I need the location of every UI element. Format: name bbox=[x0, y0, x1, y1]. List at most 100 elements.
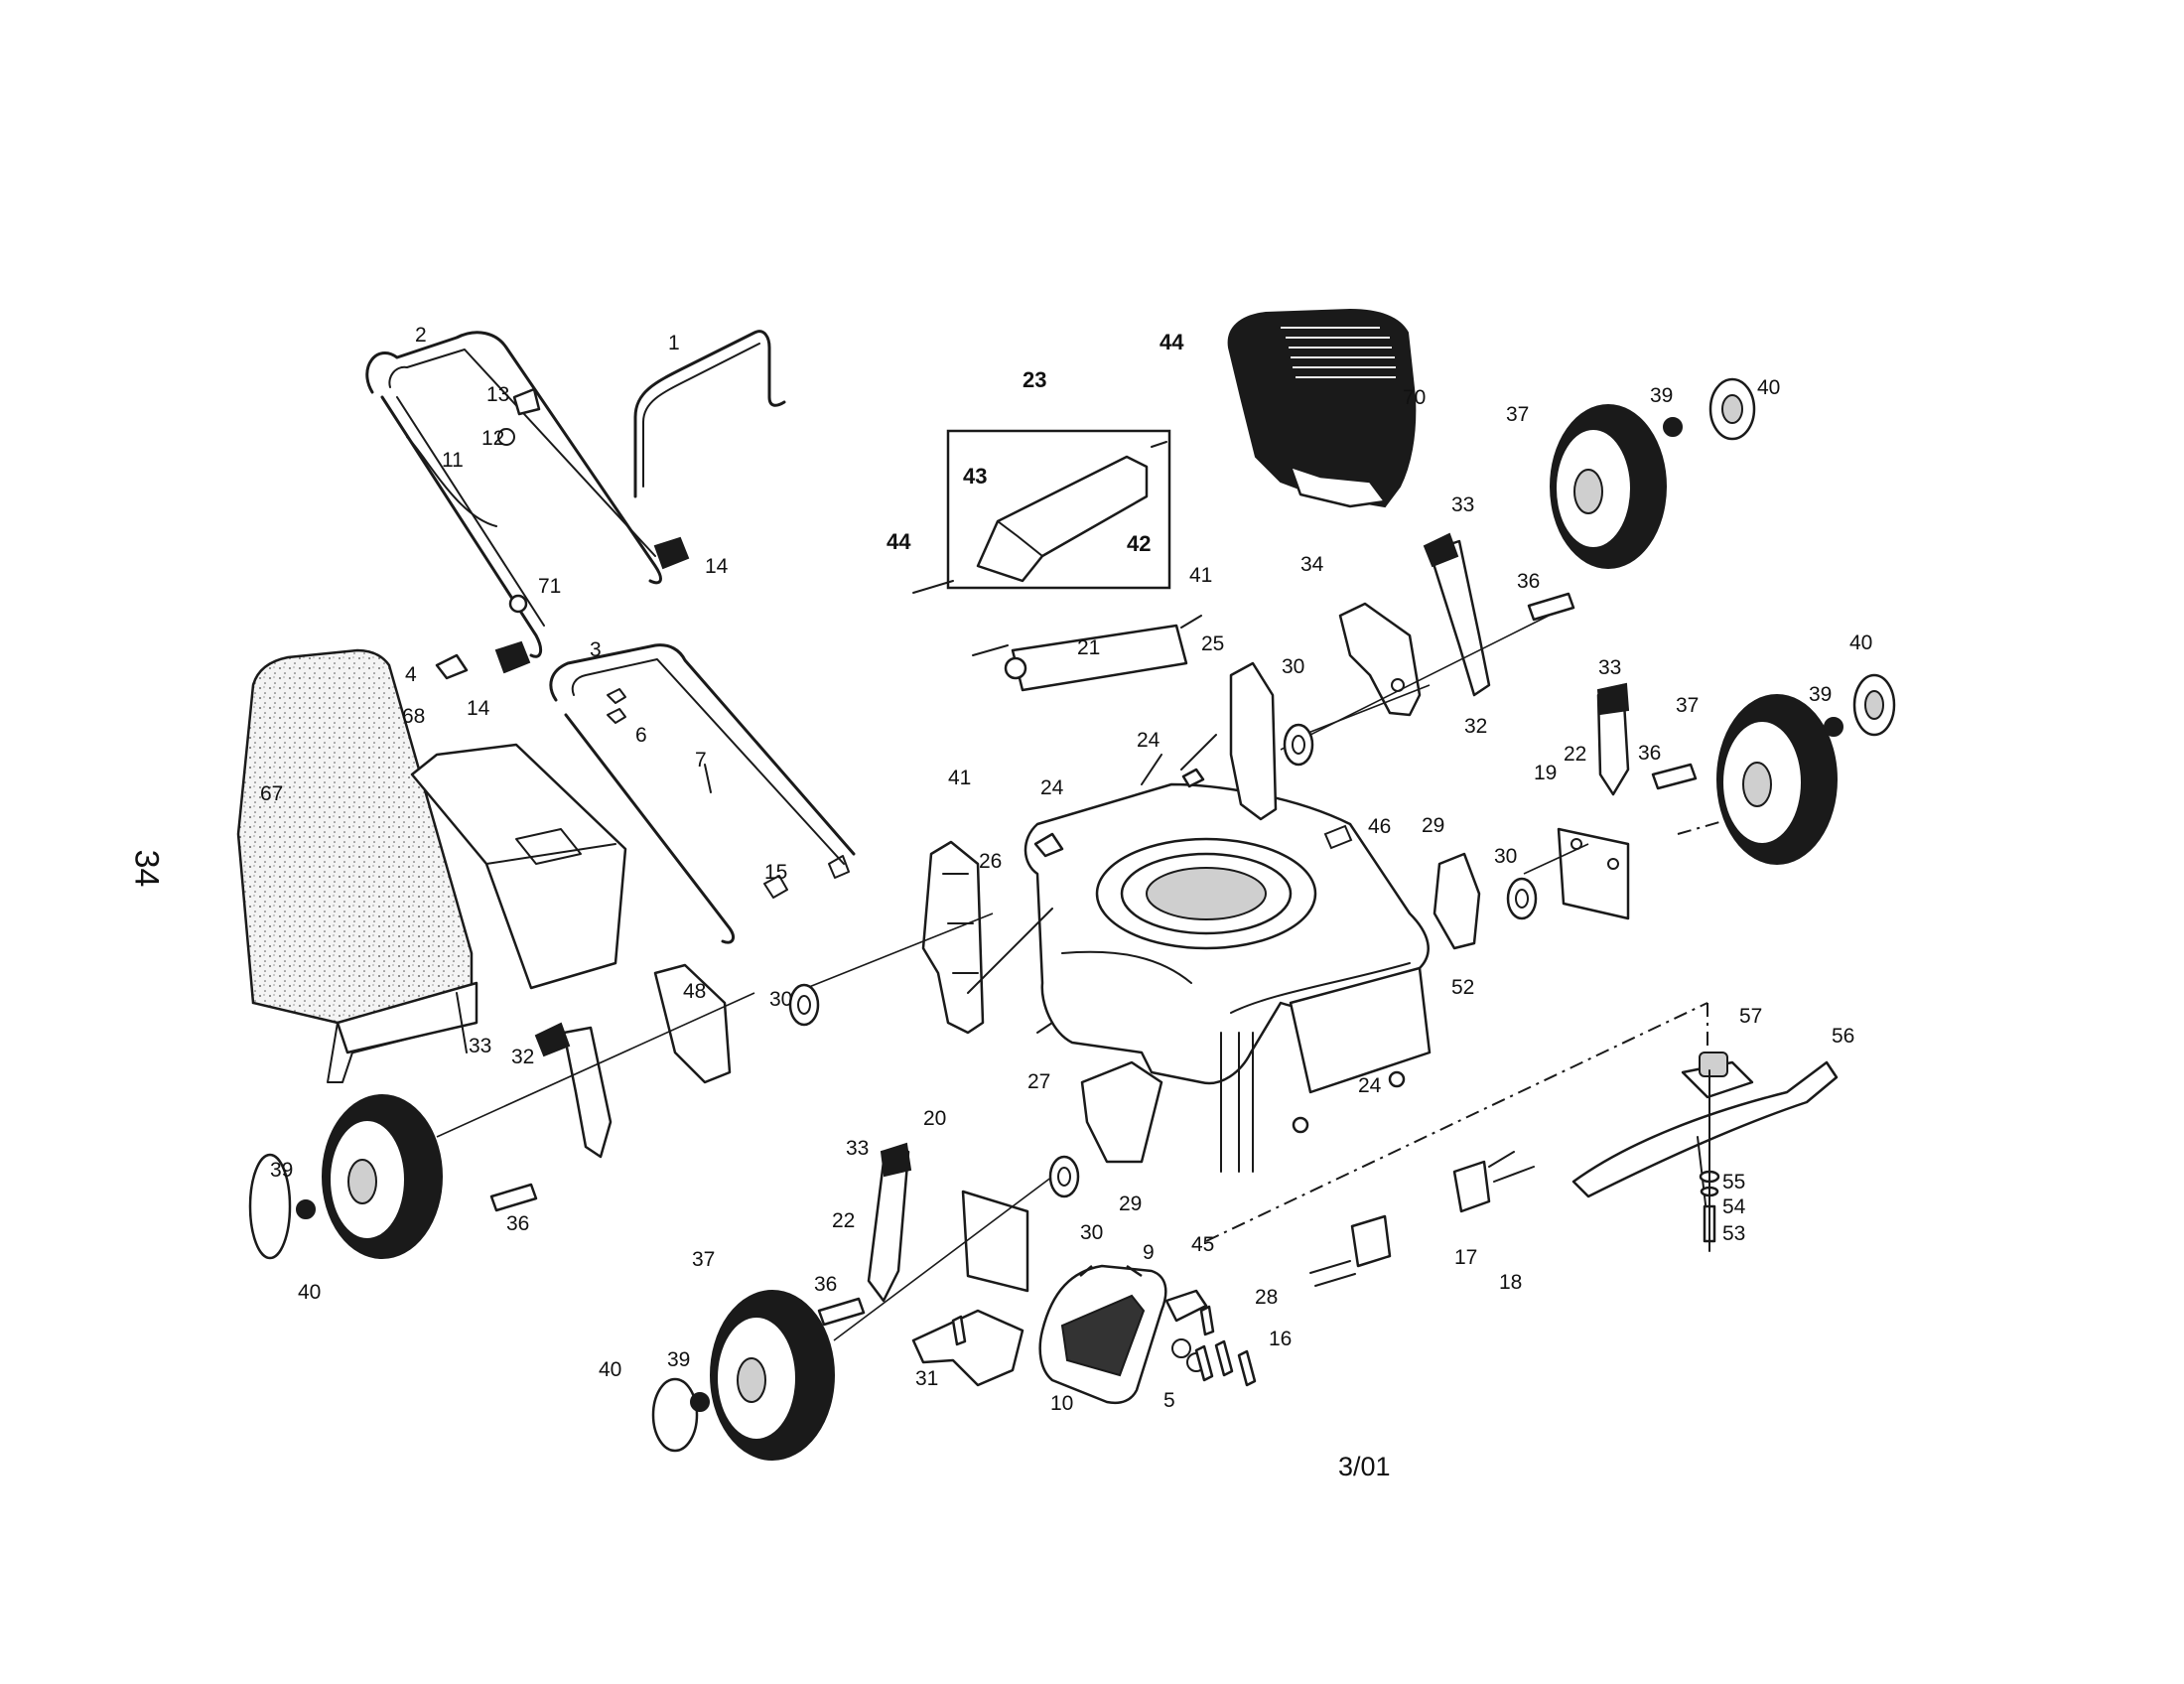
callout-labels: 2 1 13 12 11 14 71 4 14 3 6 68 67 7 15 2… bbox=[260, 324, 1872, 1415]
grass-bag bbox=[236, 648, 478, 1083]
callout-32b: 32 bbox=[511, 1046, 534, 1068]
callout-33c: 33 bbox=[469, 1035, 491, 1057]
callout-15: 15 bbox=[764, 861, 787, 884]
callout-41: 41 bbox=[1189, 564, 1212, 587]
callout-45: 45 bbox=[1191, 1233, 1214, 1256]
wheel-front-right bbox=[1716, 673, 1896, 865]
mulch-cover bbox=[1038, 1264, 1167, 1405]
baffle-small bbox=[1079, 1264, 1208, 1372]
callout-32: 32 bbox=[1464, 715, 1487, 738]
callout-2: 2 bbox=[415, 324, 427, 347]
callout-44b: 44 bbox=[887, 529, 911, 554]
callout-21: 21 bbox=[1077, 636, 1100, 659]
callout-36: 36 bbox=[1517, 570, 1540, 593]
handle-knobs bbox=[435, 387, 850, 899]
callout-40: 40 bbox=[1757, 376, 1780, 399]
axles bbox=[436, 615, 1748, 1341]
wheel-rear-right-cap bbox=[1663, 377, 1756, 441]
callout-39d: 39 bbox=[667, 1348, 690, 1371]
callout-37: 37 bbox=[1506, 403, 1529, 426]
callout-39b: 39 bbox=[1809, 683, 1832, 706]
rear-baffle bbox=[972, 615, 1202, 692]
callout-43: 43 bbox=[963, 464, 987, 489]
callout-40b: 40 bbox=[1849, 632, 1872, 654]
callout-28: 28 bbox=[1255, 1286, 1278, 1309]
height-plate-left bbox=[961, 1190, 1029, 1293]
revision-date: 3/01 bbox=[1338, 1452, 1391, 1481]
callout-54: 54 bbox=[1722, 1195, 1746, 1218]
callout-33b: 33 bbox=[1598, 656, 1621, 679]
callout-18: 18 bbox=[1499, 1271, 1522, 1294]
callout-12: 12 bbox=[481, 427, 504, 450]
callout-20: 20 bbox=[923, 1107, 946, 1130]
callout-30: 30 bbox=[1282, 655, 1304, 678]
callout-29b: 29 bbox=[1119, 1193, 1142, 1215]
callout-55: 55 bbox=[1722, 1171, 1745, 1193]
callout-30d: 30 bbox=[1080, 1221, 1103, 1244]
callout-40d: 40 bbox=[599, 1358, 621, 1381]
callout-71: 71 bbox=[538, 575, 561, 598]
callout-23: 23 bbox=[1023, 367, 1046, 392]
callout-14b: 14 bbox=[467, 697, 490, 720]
callout-25: 25 bbox=[1201, 632, 1224, 655]
callout-39c: 39 bbox=[270, 1159, 293, 1182]
mower-deck bbox=[1024, 782, 1432, 1173]
callout-68: 68 bbox=[402, 705, 425, 728]
callout-19: 19 bbox=[1534, 762, 1557, 784]
mounting-brackets bbox=[1309, 1151, 1535, 1287]
callout-70: 70 bbox=[1403, 386, 1426, 409]
callout-14: 14 bbox=[705, 555, 729, 578]
callout-39: 39 bbox=[1650, 384, 1673, 407]
engine bbox=[1227, 308, 1417, 508]
height-plate-right bbox=[1557, 827, 1630, 920]
callout-24: 24 bbox=[1137, 729, 1160, 752]
callout-26: 26 bbox=[979, 850, 1002, 873]
page-number: 34 bbox=[127, 849, 166, 888]
callout-57: 57 bbox=[1739, 1005, 1762, 1028]
axle-bolts bbox=[489, 592, 1698, 1327]
upper-handle bbox=[365, 331, 662, 658]
callout-9: 9 bbox=[1143, 1241, 1155, 1264]
discharge-deflector bbox=[911, 1309, 1024, 1387]
callout-16: 16 bbox=[1269, 1328, 1292, 1350]
lower-handle bbox=[549, 643, 856, 944]
callout-4: 4 bbox=[405, 663, 417, 686]
wheel-rear-right bbox=[1550, 404, 1667, 569]
callout-10: 10 bbox=[1050, 1392, 1073, 1415]
callout-44: 44 bbox=[1160, 330, 1184, 354]
callout-37b: 37 bbox=[1676, 694, 1699, 717]
rear-height-bracket bbox=[1338, 602, 1422, 717]
callout-22: 22 bbox=[1564, 743, 1586, 766]
callout-36c: 36 bbox=[506, 1212, 529, 1235]
callout-13: 13 bbox=[486, 383, 509, 406]
callout-41b: 41 bbox=[948, 767, 971, 789]
callout-17: 17 bbox=[1454, 1246, 1477, 1269]
callout-46: 46 bbox=[1368, 815, 1391, 838]
callout-56: 56 bbox=[1832, 1025, 1854, 1048]
callout-3: 3 bbox=[590, 638, 602, 661]
callout-22b: 22 bbox=[832, 1209, 855, 1232]
kit-box-23 bbox=[912, 429, 1171, 594]
callout-33: 33 bbox=[1451, 493, 1474, 516]
callout-67: 67 bbox=[260, 782, 283, 805]
callout-53: 53 bbox=[1722, 1222, 1745, 1245]
callout-36d: 36 bbox=[814, 1273, 837, 1296]
callout-40c: 40 bbox=[298, 1281, 321, 1304]
side-bracket-left bbox=[921, 840, 985, 1035]
callout-7: 7 bbox=[695, 749, 707, 772]
callout-30c: 30 bbox=[769, 988, 792, 1011]
callout-31: 31 bbox=[915, 1367, 938, 1390]
wheel-rear-left bbox=[248, 1094, 443, 1260]
small-hardware bbox=[951, 734, 1406, 1387]
bag-frame bbox=[410, 743, 627, 990]
callout-24c: 24 bbox=[1358, 1074, 1382, 1097]
callout-37c: 37 bbox=[692, 1248, 715, 1271]
wheel-hubs bbox=[788, 723, 1538, 1198]
wheel-front-left bbox=[651, 1290, 835, 1461]
height-levers bbox=[534, 532, 1630, 1303]
callout-1: 1 bbox=[668, 332, 680, 354]
callout-52: 52 bbox=[1451, 976, 1474, 999]
callout-6: 6 bbox=[635, 724, 647, 747]
control-bail bbox=[633, 330, 786, 498]
